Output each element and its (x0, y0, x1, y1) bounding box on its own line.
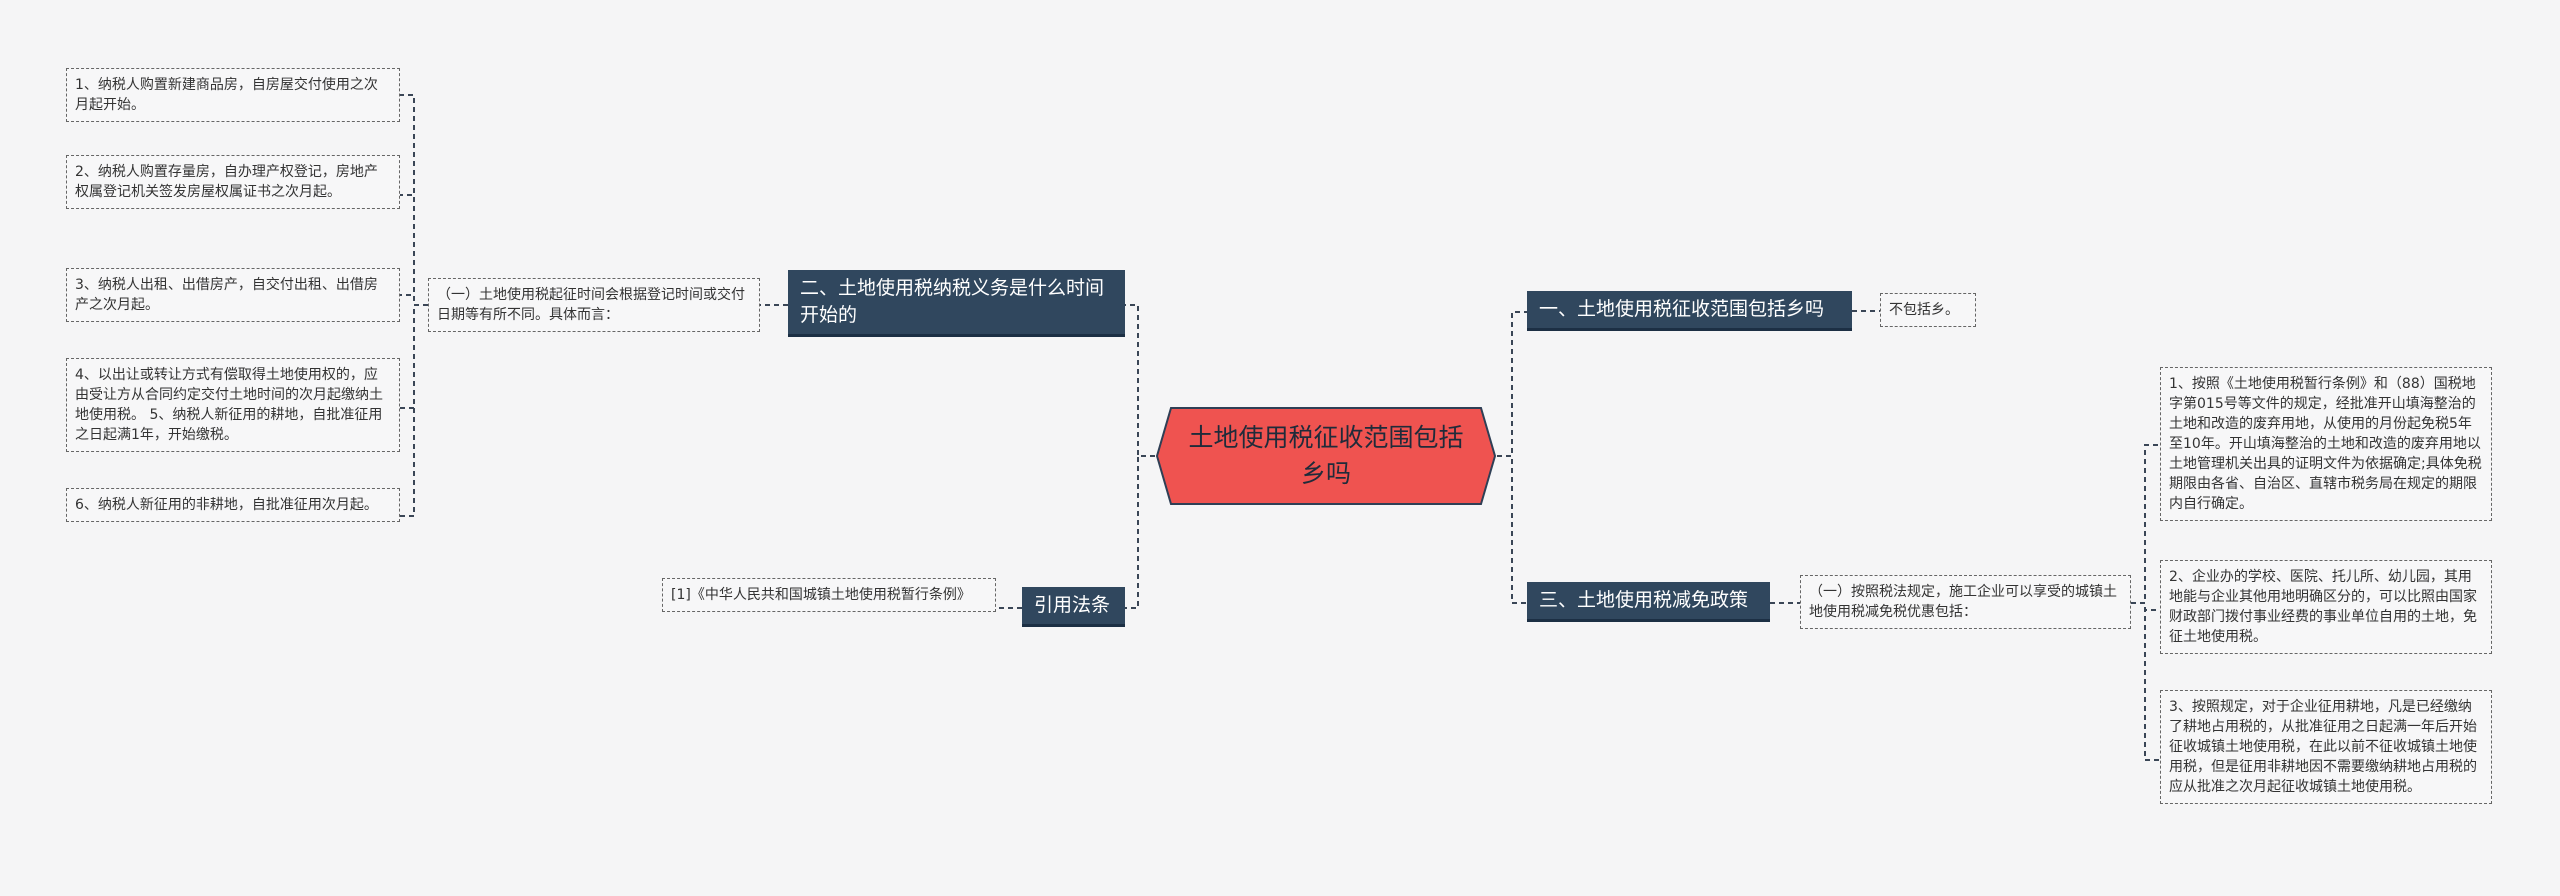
leaf-exemption-item-1[interactable]: 1、按照《土地使用税暂行条例》和（88）国税地字第015号等文件的规定，经批准开… (2160, 367, 2492, 521)
leaf-law-reference[interactable]: [1]《中华人民共和国城镇土地使用税暂行条例》 (662, 578, 996, 612)
leaf-obligation-item-3[interactable]: 3、纳税人出租、出借房产，自交付出租、出借房产之次月起。 (66, 268, 400, 322)
branch-law-citation-label: 引用法条 (1034, 594, 1111, 616)
leaf-obligation-item-5[interactable]: 6、纳税人新征用的非耕地，自批准征用次月起。 (66, 488, 400, 522)
branch-exemption[interactable]: 三、土地使用税减免政策 (1527, 582, 1770, 622)
branch-law-citation[interactable]: 引用法条 (1022, 587, 1125, 627)
link-root-law (1125, 455, 1155, 609)
branch-exemption-label: 三、土地使用税减免政策 (1539, 589, 1749, 611)
link-root-b1 (1497, 311, 1527, 457)
leaf-exemption-item-3-text: 3、按照规定，对于企业征用耕地，凡是已经缴纳了耕地占用税的，从批准征用之日起满一… (2169, 699, 2477, 795)
link-root-b2 (1125, 304, 1155, 457)
link-mid-item3 (2131, 602, 2160, 761)
leaf-obligation-intro[interactable]: （一）土地使用税起征时间会根据登记时间或交付日期等有所不同。具体而言： (428, 278, 760, 332)
branch-scope[interactable]: 一、土地使用税征收范围包括乡吗 (1527, 291, 1852, 331)
leaf-exemption-item-2[interactable]: 2、企业办的学校、医院、托儿所、幼儿园，其用地能与企业其他用地明确区分的，可以比… (2160, 560, 2492, 654)
root-label: 土地使用税征收范围包括乡吗 (1188, 423, 1464, 488)
leaf-exemption-item-3[interactable]: 3、按照规定，对于企业征用耕地，凡是已经缴纳了耕地占用税的，从批准征用之日起满一… (2160, 690, 2492, 804)
leaf-obligation-item-1[interactable]: 1、纳税人购置新建商品房，自房屋交付使用之次月起开始。 (66, 68, 400, 122)
branch-obligation-time-label: 二、土地使用税纳税义务是什么时间开始的 (800, 277, 1105, 326)
link-root-b3 (1497, 455, 1527, 604)
link-b2mid-item5 (400, 304, 428, 517)
branch-scope-label: 一、土地使用税征收范围包括乡吗 (1539, 298, 1825, 320)
link-b2mid-item2 (400, 194, 428, 306)
root-hexagon-shape (1155, 407, 1497, 505)
leaf-obligation-item-4-text: 4、以出让或转让方式有偿取得土地使用权的，应由受让方从合同约定交付土地时间的次月… (75, 367, 383, 443)
leaf-obligation-item-1-text: 1、纳税人购置新建商品房，自房屋交付使用之次月起开始。 (75, 77, 378, 113)
branch-obligation-time[interactable]: 二、土地使用税纳税义务是什么时间开始的 (788, 270, 1125, 337)
leaf-obligation-item-2-text: 2、纳税人购置存量房，自办理产权登记，房地产权属登记机关签发房屋权属证书之次月起… (75, 164, 378, 200)
root-topic[interactable]: 土地使用税征收范围包括乡吗 (1155, 406, 1497, 506)
leaf-not-include-township[interactable]: 不包括乡。 (1880, 293, 1976, 327)
leaf-exemption-intro[interactable]: （一）按照税法规定，施工企业可以享受的城镇土地使用税减免税优惠包括： (1800, 575, 2131, 629)
leaf-obligation-item-5-text: 6、纳税人新征用的非耕地，自批准征用次月起。 (75, 497, 378, 513)
leaf-exemption-item-2-text: 2、企业办的学校、医院、托儿所、幼儿园，其用地能与企业其他用地明确区分的，可以比… (2169, 569, 2477, 645)
leaf-law-reference-text: [1]《中华人民共和国城镇土地使用税暂行条例》 (671, 587, 971, 603)
leaf-exemption-item-1-text: 1、按照《土地使用税暂行条例》和（88）国税地字第015号等文件的规定，经批准开… (2169, 376, 2482, 512)
leaf-obligation-item-4[interactable]: 4、以出让或转让方式有偿取得土地使用权的，应由受让方从合同约定交付土地时间的次月… (66, 358, 400, 452)
leaf-exemption-intro-text: （一）按照税法规定，施工企业可以享受的城镇土地使用税减免税优惠包括： (1809, 584, 2117, 620)
leaf-obligation-intro-text: （一）土地使用税起征时间会根据登记时间或交付日期等有所不同。具体而言： (437, 287, 745, 323)
leaf-not-include-township-text: 不包括乡。 (1889, 302, 1959, 318)
link-b2mid-item3 (400, 294, 428, 306)
leaf-obligation-item-3-text: 3、纳税人出租、出借房产，自交付出租、出借房产之次月起。 (75, 277, 378, 313)
link-mid-item2 (2131, 602, 2160, 611)
link-mid-item1 (2131, 444, 2160, 604)
leaf-obligation-item-2[interactable]: 2、纳税人购置存量房，自办理产权登记，房地产权属登记机关签发房屋权属证书之次月起… (66, 155, 400, 209)
